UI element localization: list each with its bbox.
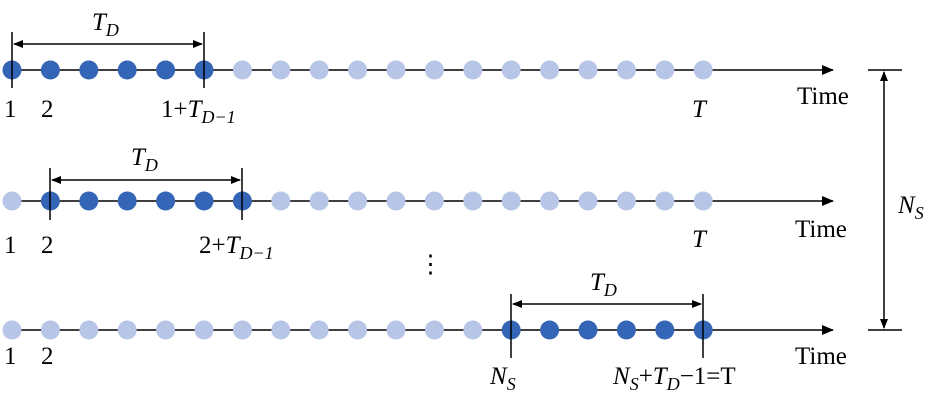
inactive-time-point — [156, 320, 176, 340]
inactive-time-point — [194, 320, 214, 340]
row-ellipsis: ⋮ — [418, 251, 443, 278]
inactive-time-point — [309, 320, 329, 340]
window-label-2: TD — [131, 144, 158, 175]
inactive-time-point — [309, 191, 329, 211]
inactive-time-point — [386, 191, 406, 211]
inactive-time-point — [655, 60, 675, 80]
window-label-3: TD — [590, 269, 617, 300]
inactive-time-point — [271, 320, 291, 340]
inactive-time-point — [117, 320, 137, 340]
inactive-time-point — [463, 60, 483, 80]
window-end-label-2: 2+TD−1 — [199, 232, 274, 263]
inactive-time-point — [79, 320, 99, 340]
inactive-time-point — [2, 320, 22, 340]
inactive-time-point — [501, 191, 521, 211]
inactive-time-point — [540, 60, 560, 80]
window-count-dimension: NS — [868, 69, 924, 331]
active-time-point — [79, 191, 99, 211]
inactive-time-point — [616, 60, 636, 80]
inactive-time-point — [501, 60, 521, 80]
inactive-time-point — [309, 60, 329, 80]
last-point-label-1: T — [692, 96, 708, 123]
active-time-point — [540, 320, 560, 340]
last-point-label-2: T — [692, 226, 708, 253]
inactive-time-point — [40, 320, 60, 340]
inactive-time-point — [2, 191, 22, 211]
inactive-time-point — [540, 191, 560, 211]
inactive-time-point — [348, 60, 368, 80]
time-points-row-3 — [2, 320, 713, 340]
active-time-point — [194, 191, 214, 211]
time-points-row-1 — [2, 60, 713, 80]
time-axis-label-2: Time — [795, 216, 847, 243]
active-time-point — [117, 60, 137, 80]
inactive-time-point — [232, 60, 252, 80]
inactive-time-point — [693, 191, 713, 211]
inactive-time-point — [271, 191, 291, 211]
window-end-label-3: NS+TD−1=T — [612, 363, 736, 394]
inactive-time-point — [578, 191, 598, 211]
side-label: NS — [897, 192, 924, 223]
inactive-time-point — [348, 320, 368, 340]
inactive-time-point — [386, 320, 406, 340]
active-time-point — [578, 320, 598, 340]
inactive-time-point — [616, 191, 636, 211]
active-time-point — [79, 60, 99, 80]
inactive-time-point — [578, 60, 598, 80]
time-axis-label-3: Time — [795, 343, 847, 370]
row-2: TD 1 2 2+TD−1 T Time — [2, 144, 847, 263]
active-time-point — [655, 320, 675, 340]
start-label-2: 1 — [4, 232, 17, 259]
window-end-label-1: 1+TD−1 — [161, 96, 236, 127]
active-time-point — [156, 60, 176, 80]
inactive-time-point — [386, 60, 406, 80]
inactive-time-point — [424, 191, 444, 211]
inactive-time-point — [232, 320, 252, 340]
inactive-time-point — [463, 320, 483, 340]
start-label-3: 1 — [4, 343, 17, 370]
row-3: TD 1 2 NS NS+TD−1=T Time — [2, 269, 847, 394]
inactive-time-point — [463, 191, 483, 211]
start-label-1: 1 — [4, 96, 17, 123]
row-1: TD 1 2 1+TD−1 T Time — [2, 9, 849, 127]
active-time-point — [117, 191, 137, 211]
inactive-time-point — [424, 320, 444, 340]
inactive-time-point — [693, 60, 713, 80]
time-axis-label-1: Time — [797, 83, 849, 110]
window-start-label-3: NS — [489, 363, 516, 394]
active-time-point — [156, 191, 176, 211]
second-label-2: 2 — [41, 232, 54, 259]
active-time-point — [40, 60, 60, 80]
inactive-time-point — [655, 191, 675, 211]
inactive-time-point — [348, 191, 368, 211]
second-label-3: 2 — [41, 343, 54, 370]
active-time-point — [616, 320, 636, 340]
window-label-1: TD — [92, 9, 119, 40]
inactive-time-point — [424, 60, 444, 80]
inactive-time-point — [271, 60, 291, 80]
second-label-1: 2 — [41, 96, 54, 123]
